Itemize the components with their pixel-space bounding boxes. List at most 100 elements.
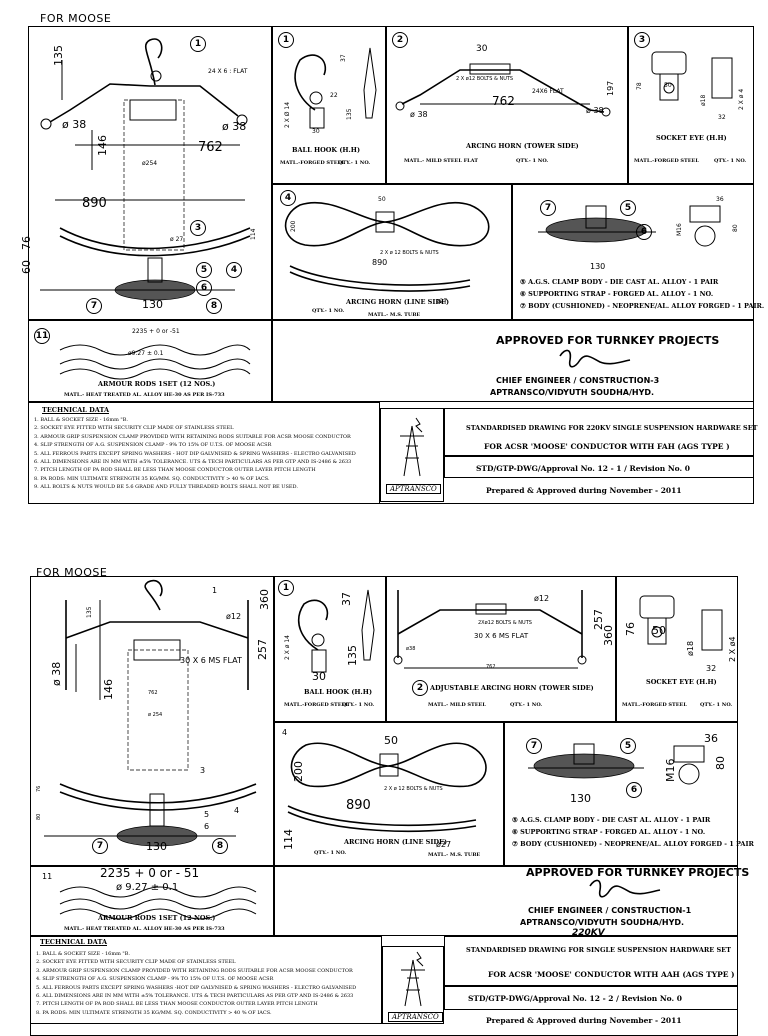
dim-label: ø 38 <box>586 106 604 115</box>
socket-eye-qty: QTY.- 1 NO. <box>700 702 733 708</box>
assembly-drawing-1 <box>40 38 251 301</box>
std-title: STANDARDISED DRAWING FOR 220KV SINGLE SU… <box>466 424 758 432</box>
drawing-sheet-1: FOR MOOSE 135 24 X 6 : FLAT ø 38 ø 38 14… <box>20 12 764 504</box>
dim-label: 30 X 6 MS FLAT <box>180 656 242 665</box>
dim-label: ø 9.27 ± 0.1 <box>116 882 179 893</box>
item-marker: 7 <box>86 298 102 314</box>
ball-hook-caption: BALL HOOK (H.H) <box>304 688 373 696</box>
technical-item: 6. ALL DIMENSIONS ARE IN MM WITH ±5% TOL… <box>34 459 352 466</box>
item-marker: 2 <box>412 680 428 696</box>
arcing-horn-caption: ADJUSTABLE ARCING HORN (TOWER SIDE) <box>430 684 594 692</box>
sheet-title: FOR MOOSE <box>40 12 112 25</box>
item-marker: 4 <box>226 262 242 278</box>
clamp-item: ⑥ SUPPORTING STRAP - FORGED AL. ALLOY - … <box>520 290 714 298</box>
clamp-drawing <box>528 743 705 785</box>
dim-label: 50 <box>384 734 398 747</box>
approval-office: APTRANSCO/VIDYUTH SOUDHA/HYD. <box>520 918 685 927</box>
dim-label: ø38 <box>406 646 416 652</box>
arcing-horn-qty: QTY.- 1 NO. <box>510 702 543 708</box>
dim-label: ø 38 <box>222 120 247 133</box>
dim-label: ø 27 <box>170 236 184 243</box>
armour-rods-material: MATL.- HEAT TREATED AL. ALLOY HE-30 AS P… <box>64 926 225 932</box>
dim-label: 130 <box>590 262 606 271</box>
ball-hook-drawing <box>298 589 375 673</box>
dim-label: ø9.27 ± 0.1 <box>128 350 164 357</box>
dim-label: ø12 <box>226 612 242 621</box>
std-prepared: Prepared & Approved during November - 20… <box>486 486 682 495</box>
dim-label: 24 X 6 : FLAT <box>208 68 248 75</box>
technical-item: 7. PITCH LENGTH OF PA ROD SHALL BE LESS … <box>34 467 316 474</box>
dim-label: 30 X 6 MS FLAT <box>474 632 529 640</box>
item-marker: 4 <box>282 728 288 737</box>
technical-item: 7. PITCH LENGTH OF PA ROD SHALL BE LESS … <box>36 1001 318 1008</box>
dim-label: 24X6 FLAT <box>532 88 564 95</box>
dim-label: ø254 <box>142 160 158 167</box>
clamp-cell <box>512 184 754 320</box>
ball-hook-cell <box>272 26 386 184</box>
item-marker: 3 <box>634 32 650 48</box>
armour-rods-drawing <box>59 886 257 920</box>
std-title-cell <box>444 408 754 456</box>
approval-signatory: CHIEF ENGINEER / CONSTRUCTION-1 <box>528 906 692 915</box>
technical-item: 4. SLIP STRENGTH OF A.G. SUSPENSION CLAM… <box>34 442 272 449</box>
ball-hook-caption: BALL HOOK (H.H) <box>292 146 361 154</box>
item-marker: 3 <box>190 220 206 236</box>
technical-item: 8. PA RODS: MIN ULTIMATE STRENGTH 35 KG/… <box>34 475 270 482</box>
arcing-horn-line-caption: ARCING HORN (LINE SIDE) <box>346 298 450 306</box>
dim-label: 762 <box>492 94 515 108</box>
dim-label: 2235 + 0 or -51 <box>132 328 180 335</box>
std-approval-number: STD/GTP-DWG/Approval No. 12 - 1 / Revisi… <box>476 464 690 473</box>
technical-item: 9. ALL BOLTS & NUTS WOULD BE 5.6 GRADE A… <box>34 484 298 491</box>
armour-rods-material: MATL.- HEAT TREATED AL. ALLOY HE-30 AS P… <box>64 392 225 398</box>
dim-label: 50 <box>652 624 666 637</box>
approval-stamp: APPROVED FOR TURNKEY PROJECTS <box>496 334 720 347</box>
dim-label: ø 38 <box>410 110 428 119</box>
ball-hook-material: MATL.-FORGED STEEL <box>284 702 349 708</box>
technical-item: 3. ARMOUR GRIP SUSPENSION CLAMP PROVIDED… <box>34 433 351 440</box>
item-marker: 8 <box>206 298 222 314</box>
dim-label: 36 <box>716 196 724 203</box>
arcing-horn-tower-drawing <box>395 63 611 117</box>
arcing-horn-line-caption: ARCING HORN (LINE SIDE) <box>344 838 448 846</box>
dim-label: 30 <box>312 670 326 683</box>
approval-cell <box>274 866 738 936</box>
ball-hook-cell <box>274 576 386 722</box>
item-marker: 4 <box>234 806 240 815</box>
dim-label: 32 <box>718 114 726 121</box>
arcing-horn-material: MATL.- MILD STEEL FLAT <box>404 158 479 164</box>
ball-hook-qty: QTY.- 1 NO. <box>342 702 375 708</box>
dim-label: 30 <box>312 128 320 135</box>
dim-label: 762 <box>148 690 158 696</box>
item-marker: 7 <box>92 838 108 854</box>
technical-data-heading: TECHNICAL DATA <box>42 406 109 414</box>
socket-eye-caption: SOCKET EYE (H.H) <box>656 134 727 142</box>
dim-label: 2 X ø 12 BOLTS & NUTS <box>384 786 443 792</box>
item-marker: 2 <box>392 32 408 48</box>
aptransco-logo: APTRANSCO <box>386 484 441 494</box>
clamp-drawing <box>538 205 721 247</box>
technical-item: 5. ALL FERROUS PARTS EXCEPT SPRING WASHE… <box>34 450 356 457</box>
dim-label: 2 X ø12 BOLTS & NUTS <box>456 76 514 82</box>
item-marker: 7 <box>540 200 556 216</box>
dim-label: 130 <box>142 298 163 311</box>
armour-rods-caption: ARMOUR RODS 1SET (12 NOS.) <box>98 914 216 922</box>
dim-label: 2 X ø 12 BOLTS & NUTS <box>380 250 439 256</box>
arcing-horn-line-drawing <box>287 742 487 833</box>
signature <box>559 349 631 368</box>
technical-item: 1. BALL & SOCKET SIZE - 16mm "B. <box>36 951 130 957</box>
technical-data-list: 1. BALL & SOCKET SIZE - 16mm "B. 2. SOCK… <box>36 950 380 1017</box>
std-approval-cell <box>444 456 754 478</box>
std-title: STANDARDISED DRAWING FOR SINGLE SUSPENSI… <box>466 946 731 954</box>
item-marker: 4 <box>280 190 296 206</box>
technical-item: 8. PA RODS: MIN ULTIMATE STRENGTH 35 KG/… <box>36 1009 272 1016</box>
arcing-horn-line-cell <box>272 184 512 320</box>
technical-item: 1. BALL & SOCKET SIZE - 16mm "B. <box>34 417 128 423</box>
clamp-item: ⑤ A.G.S. CLAMP BODY - DIE CAST AL. ALLOY… <box>520 278 719 286</box>
dim-label: 36 <box>704 732 718 745</box>
dim-label: 30 <box>476 44 488 54</box>
dim-label: 890 <box>82 196 107 211</box>
clamp-item: ⑥ SUPPORTING STRAP - FORGED AL. ALLOY - … <box>512 828 706 836</box>
item-marker: 11 <box>42 872 53 881</box>
arcing-horn-line-cell <box>274 722 504 866</box>
item-marker: 1 <box>278 32 294 48</box>
